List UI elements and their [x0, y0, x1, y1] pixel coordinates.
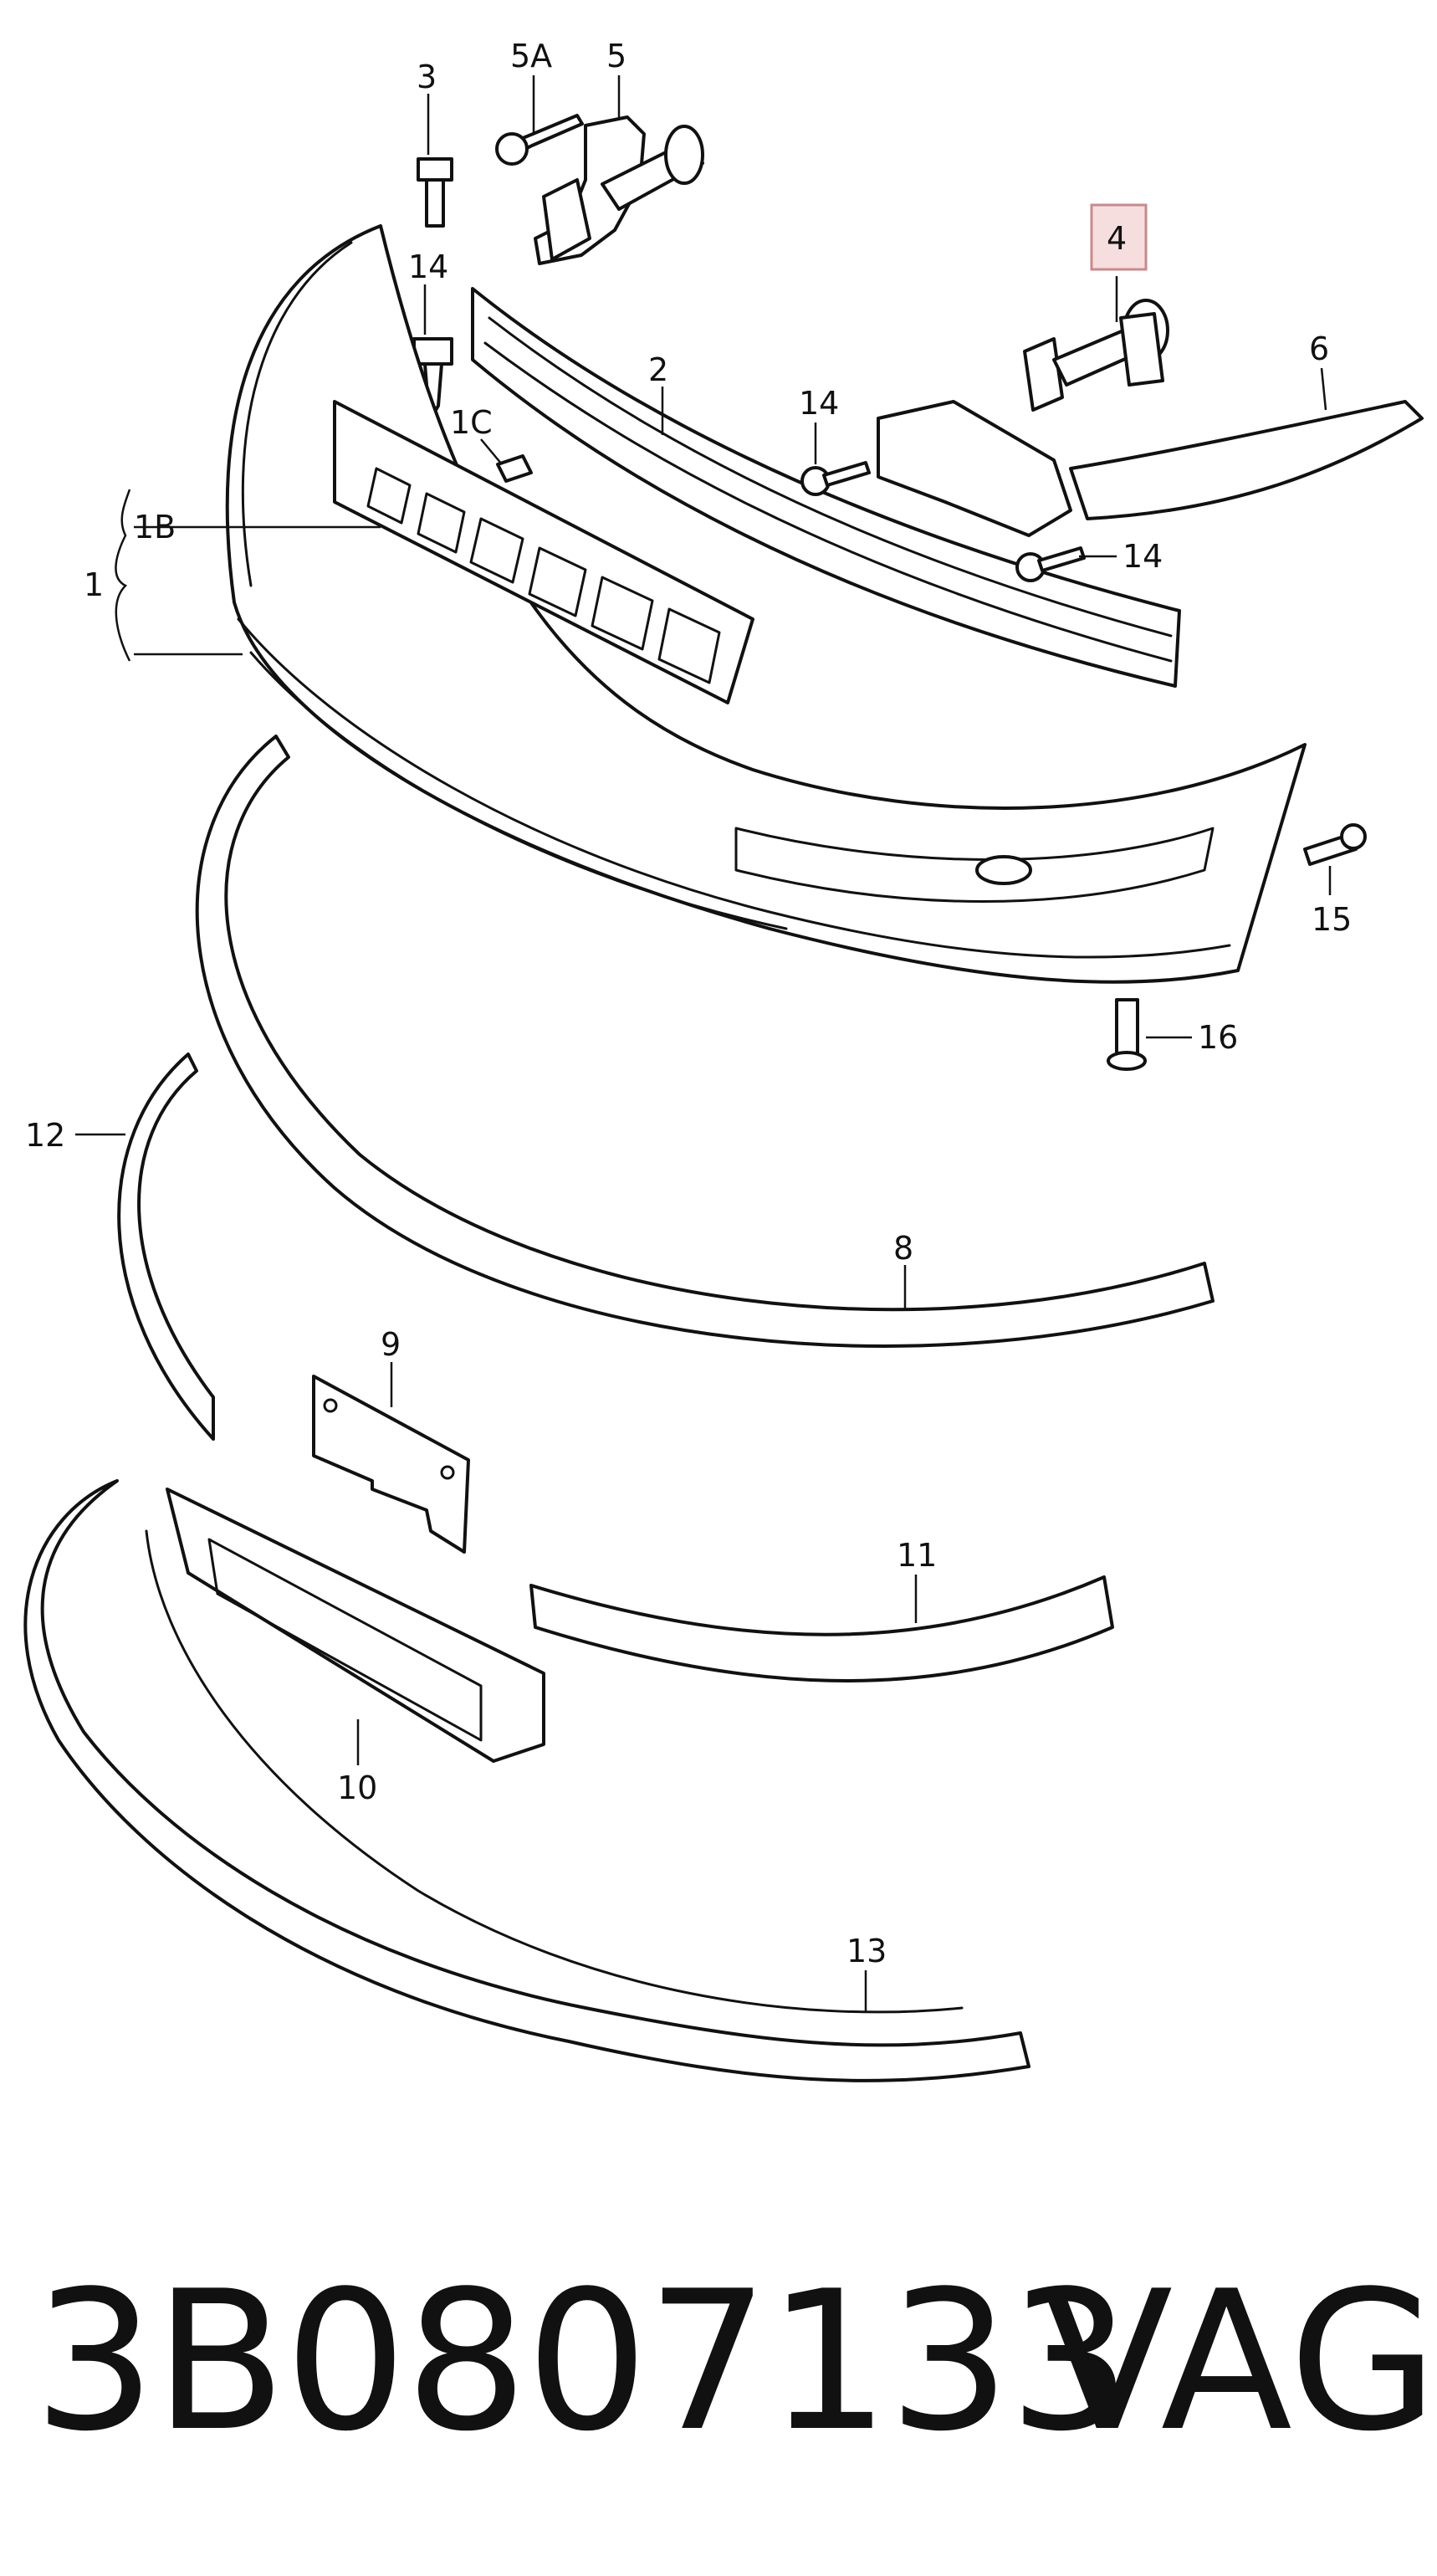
plate-9	[312, 1375, 470, 1554]
bolt-5a	[495, 114, 584, 166]
bumper-cover-1	[225, 224, 1307, 984]
reinforcement-2	[471, 287, 1181, 688]
label-4: 4	[1107, 220, 1127, 257]
label-11: 11	[897, 1537, 937, 1574]
guide-bracket-4	[1023, 299, 1169, 412]
bracket-5	[534, 115, 704, 265]
label-10: 10	[337, 1769, 377, 1806]
leader-6	[1320, 367, 1327, 411]
clip-1c	[496, 454, 533, 483]
screw-15	[1303, 823, 1367, 866]
leader-1c	[480, 438, 503, 465]
callouts: 1 1B 1C 2 3 4 5 5A 6 8 9 10 11 12 13 14 …	[25, 38, 1352, 2012]
part-number: 3B0807133	[33, 2251, 1131, 2474]
label-1b: 1B	[134, 509, 176, 545]
side-bracket	[877, 400, 1072, 537]
label-14-left: 14	[408, 248, 448, 285]
label-12: 12	[25, 1117, 65, 1154]
label-6: 6	[1309, 330, 1329, 367]
label-14-mid: 14	[799, 385, 839, 422]
bolt-16	[1107, 998, 1147, 1071]
label-13: 13	[846, 1933, 887, 1969]
trim-11	[529, 1575, 1114, 1682]
label-14-right: 14	[1122, 538, 1163, 575]
grille-frame-10	[166, 1488, 545, 1763]
side-guide-6	[1069, 400, 1424, 520]
spoiler-13	[23, 1479, 1030, 2082]
label-5: 5	[606, 38, 626, 74]
brand-label: VAG	[1041, 2251, 1437, 2474]
label-3: 3	[417, 59, 437, 95]
label-9: 9	[381, 1326, 401, 1363]
screw-14-mid	[800, 461, 871, 496]
label-2: 2	[648, 351, 668, 388]
side-trim-12	[117, 1052, 215, 1441]
grille-1b	[333, 400, 754, 704]
label-8: 8	[893, 1230, 913, 1267]
label-1: 1	[84, 566, 104, 603]
label-15: 15	[1312, 901, 1352, 938]
label-16: 16	[1198, 1019, 1238, 1056]
label-1c: 1C	[450, 404, 493, 441]
leader-1-brace	[115, 489, 131, 662]
bolt-3	[417, 157, 453, 228]
lower-strip-8	[195, 735, 1215, 1348]
label-5a: 5A	[510, 38, 552, 74]
screw-14-right	[1015, 546, 1086, 582]
highlight-box-4	[1090, 203, 1148, 271]
